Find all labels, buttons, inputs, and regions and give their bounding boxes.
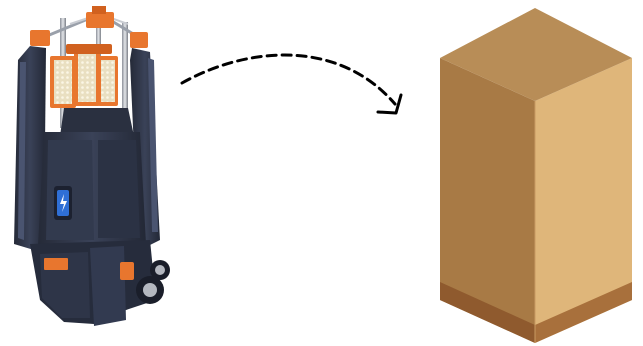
cardboard-box-icon <box>440 8 632 343</box>
wheel-icon <box>136 260 170 304</box>
lamp-left-icon <box>50 56 76 108</box>
lamp-center-icon <box>74 50 100 106</box>
dashed-arrow-icon <box>180 53 403 115</box>
lamp-right-icon <box>98 56 118 106</box>
light-tower-icon <box>14 6 170 326</box>
